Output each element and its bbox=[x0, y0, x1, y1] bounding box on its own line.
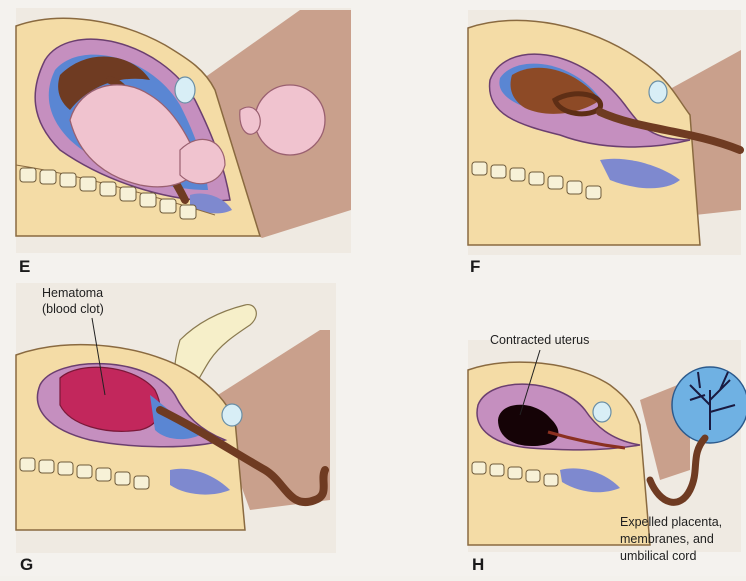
expelled-label-line1: Expelled placenta, bbox=[620, 515, 722, 529]
panel-e: E bbox=[16, 8, 351, 276]
bladder bbox=[175, 77, 195, 103]
expelled-label-line2: membranes, and bbox=[620, 532, 714, 546]
panel-g: Hematoma (blood clot) G bbox=[16, 283, 336, 574]
panel-f-letter: F bbox=[470, 257, 480, 276]
panel-h-letter: H bbox=[472, 555, 484, 574]
panel-f: F bbox=[468, 10, 741, 276]
baby-arm-folded bbox=[180, 139, 225, 183]
baby-head bbox=[255, 85, 325, 155]
bladder bbox=[222, 404, 242, 426]
expelled-label-line3: umbilical cord bbox=[620, 549, 696, 563]
bladder bbox=[593, 402, 611, 422]
panel-g-letter: G bbox=[20, 555, 33, 574]
bladder bbox=[649, 81, 667, 103]
expelled-placenta bbox=[672, 367, 746, 443]
hematoma-label-line1: Hematoma bbox=[42, 286, 103, 300]
hematoma-label-line2: (blood clot) bbox=[42, 302, 104, 316]
panel-e-letter: E bbox=[19, 257, 30, 276]
contracted-uterus-label: Contracted uterus bbox=[490, 333, 589, 347]
panel-h: Contracted uterus Expelled placenta, mem… bbox=[468, 333, 746, 574]
